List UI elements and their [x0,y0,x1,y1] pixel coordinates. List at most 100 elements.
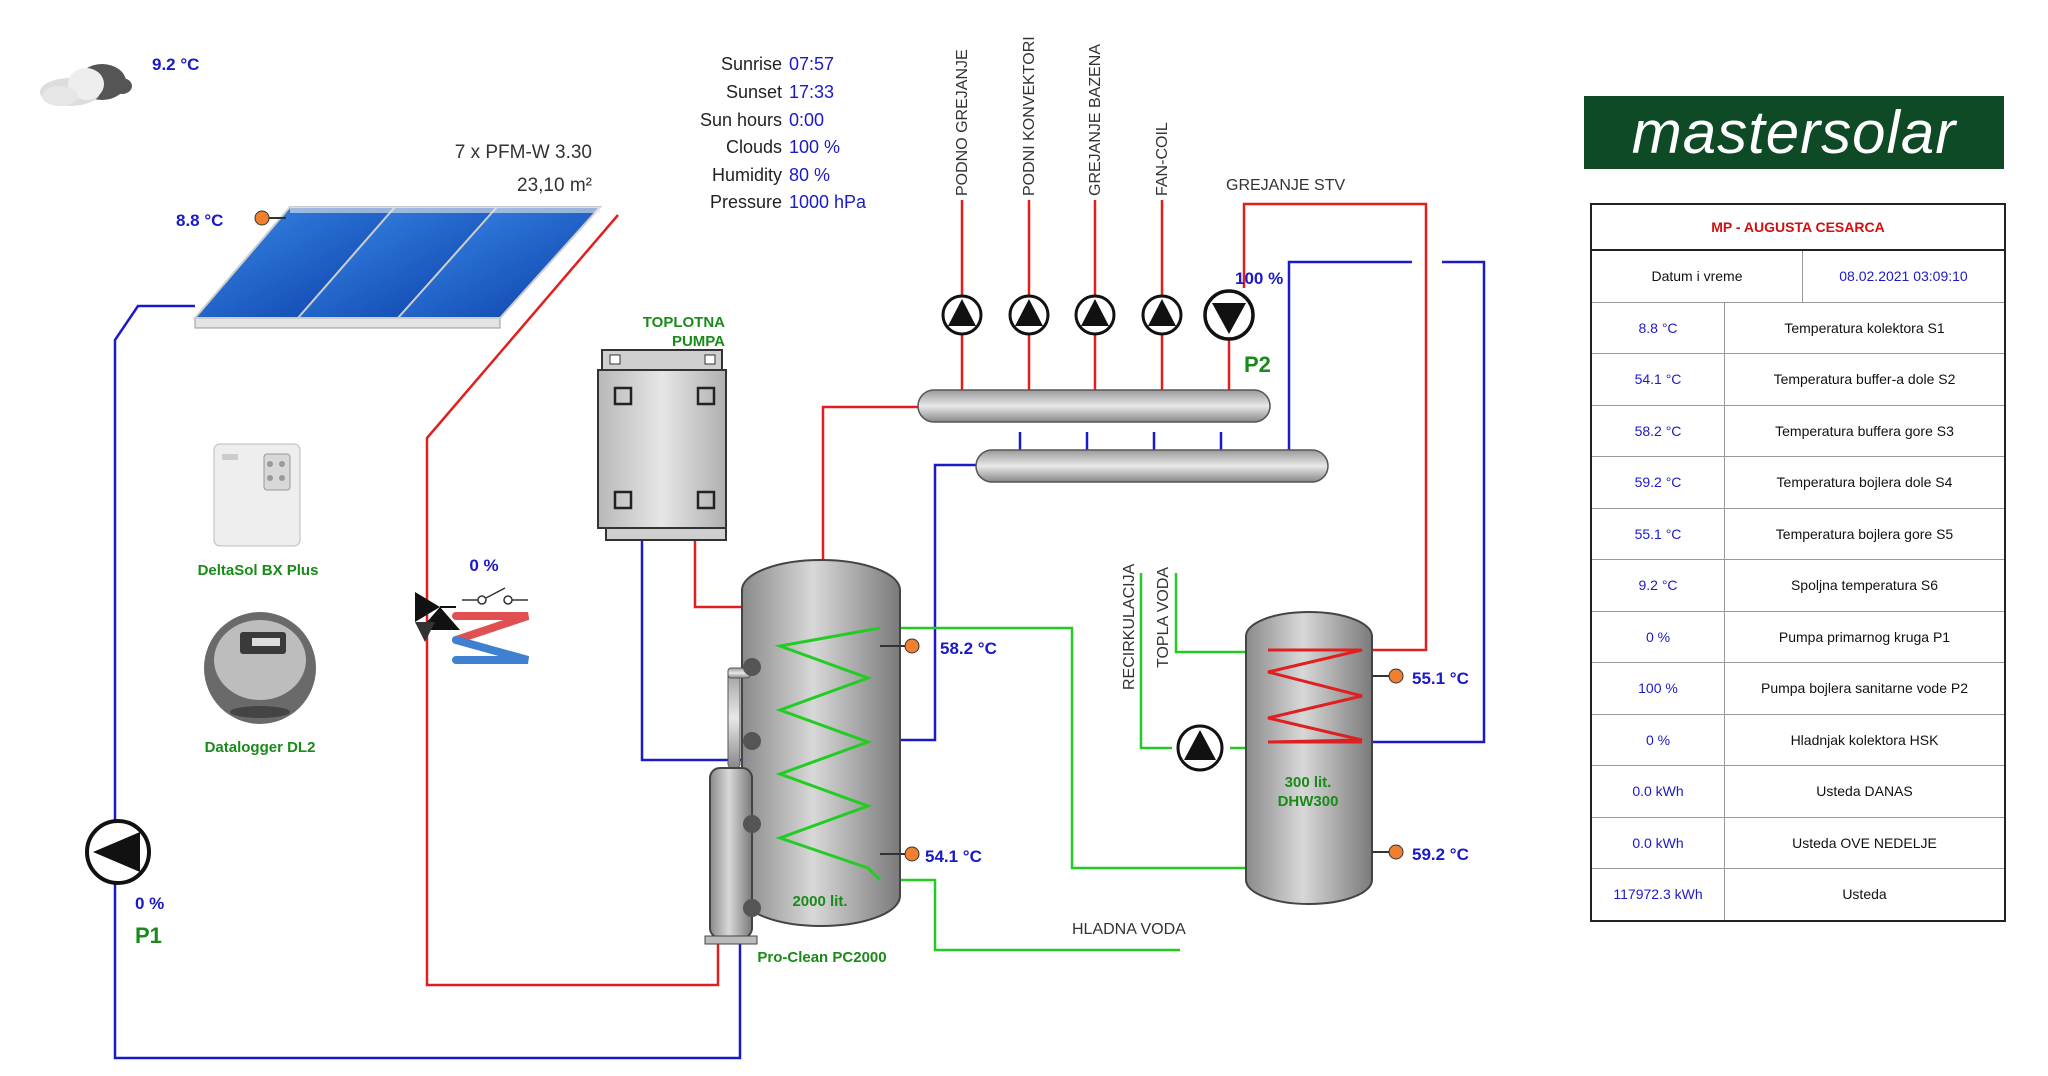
hot-water-label: TOPLA VODA [1155,567,1172,668]
exchanger-loop-pipe [880,626,1246,870]
cold-manifold [975,449,1329,483]
sun-info-value: 17:33 [789,82,834,102]
row-value: 0 % [1592,611,1725,662]
buffer-top-sensor [904,638,920,654]
row-label: Temperatura bojlera gore S5 [1775,525,1954,542]
heat-pump-label: TOPLOTNA [643,314,725,331]
cold-water-pipe [880,878,1180,952]
heatpump-hot-pipe [693,540,742,609]
pump-p2-percent: 100 % [1235,269,1283,288]
manifold-return-pipe [900,463,985,742]
pump-p2-icon[interactable] [1203,289,1255,341]
hot-manifold [917,389,1271,423]
row-value: 59.2 °C [1592,457,1725,508]
buffer-bottom-temp: 54.1 °C [925,847,982,866]
row-value: 0 % [1592,714,1725,765]
row-value: 0.0 kWh [1592,817,1725,868]
cooler-percent: 0 % [469,556,498,575]
dhw-model: DHW300 [1278,793,1339,810]
datalogger-image [204,612,316,724]
table-row: 0.0 kWh Usteda OVE NEDELJE [1592,817,2004,869]
datalogger-label: Datalogger DL2 [205,739,316,756]
circuit-label: GREJANJE BAZENA [1087,44,1104,196]
pump-icon [1141,294,1183,336]
collector-cooler-icon [452,612,530,664]
row-label: Hladnjak kolektora HSK [1790,731,1939,748]
sun-info-value: 0:00 [789,110,824,130]
dhw-hot-pipe [1242,202,1428,652]
three-way-valve-icon [415,592,460,642]
row-label: Usteda OVE NEDELJE [1792,834,1937,851]
collector-temperature: 8.8 °C [176,211,223,230]
status-table: MP - AUGUSTA CESARCA Datum i vreme 08.02… [1590,203,2006,922]
table-row: 0 % Pumpa primarnog kruga P1 [1592,611,2004,663]
row-label: Pumpa primarnog kruga P1 [1778,628,1951,645]
circuit-label: FAN-COIL [1154,122,1171,196]
heat-pump-image [597,349,727,541]
table-row: 0 % Hladnjak kolektora HSK [1592,714,2004,766]
row-label: Usteda [1842,886,1887,903]
sun-info-label: Clouds [726,137,782,157]
outdoor-temperature: 9.2 °C [152,55,199,74]
row-value: 58.2 °C [1592,405,1725,456]
sun-info-value: 80 % [789,165,830,185]
pump-p1-percent: 0 % [135,894,164,913]
row-label: Pumpa bojlera sanitarne vode P2 [1760,680,1969,697]
dhw-tank [1245,611,1373,905]
brand-logo: mastersolar [1584,96,2004,169]
collector-model: 7 x PFM-W 3.30 [455,142,592,163]
dhw-top-temp: 55.1 °C [1412,669,1469,688]
side-exchanger [704,658,761,945]
table-row: 100 % Pumpa bojlera sanitarne vode P2 [1592,663,2004,715]
row-value: 55.1 °C [1592,508,1725,559]
sun-info-label: Humidity [712,165,782,185]
buffer-bottom-sensor [904,846,920,862]
table-row: 58.2 °C Temperatura buffera gore S3 [1592,405,2004,457]
heat-pump-label: PUMPA [672,333,725,350]
row-value: 9.2 °C [1592,560,1725,611]
sun-info-label: Pressure [710,192,782,212]
collector-cold-pipe [113,304,742,1060]
brand-name: mastersolar [1631,99,1957,166]
collector-area: 23,10 m² [517,175,592,196]
recirculation-pump-icon [1176,724,1224,772]
dhw-top-sensor [1388,668,1404,684]
sun-info-value: 1000 hPa [789,192,867,212]
table-row: 55.1 °C Temperatura bojlera gore S5 [1592,508,2004,560]
row-label: Spoljna temperatura S6 [1790,577,1939,594]
table-row: 9.2 °C Spoljna temperatura S6 [1592,560,2004,612]
sun-info: Sunrise 07:57 Sunset 17:33 Sun hours 0:0… [700,54,867,212]
cloudy-icon [40,64,132,106]
row-label: Temperatura kolektora S1 [1784,319,1945,336]
row-label: Temperatura buffera gore S3 [1775,422,1954,439]
row-label: Temperatura buffer-a dole S2 [1773,371,1956,388]
buffer-to-manifold-pipe [821,405,922,570]
pump-icon [1008,294,1050,336]
stv-label: GREJANJE STV [1226,177,1345,194]
sun-info-label: Sun hours [700,110,782,130]
buffer-model: Pro-Clean PC2000 [757,949,886,966]
status-title: MP - AUGUSTA CESARCA [1592,205,2004,251]
sun-info-label: Sunset [726,82,782,102]
row-value: 100 % [1592,663,1725,714]
cold-water-label: HLADNA VODA [1072,921,1186,938]
solar-collector [192,206,603,329]
dhw-return-pipe [1372,260,1486,744]
dhw-capacity: 300 lit. [1285,774,1332,791]
pipes [113,200,1486,1060]
dhw-cold-pipe [1287,260,1412,450]
switch-icon [462,587,528,605]
dhw-bottom-temp: 59.2 °C [1412,845,1469,864]
controller-image [213,443,301,547]
pump-p2-name: P2 [1244,352,1271,377]
buffer-capacity: 2000 lit. [792,893,847,910]
datetime-value: 08.02.2021 03:09:10 [1839,268,1968,285]
recirculation-label: RECIRKULACIJA [1121,563,1138,690]
row-value: 0.0 kWh [1592,766,1725,817]
row-label: Usteda DANAS [1816,783,1913,800]
pump-p1-icon[interactable] [85,819,151,885]
